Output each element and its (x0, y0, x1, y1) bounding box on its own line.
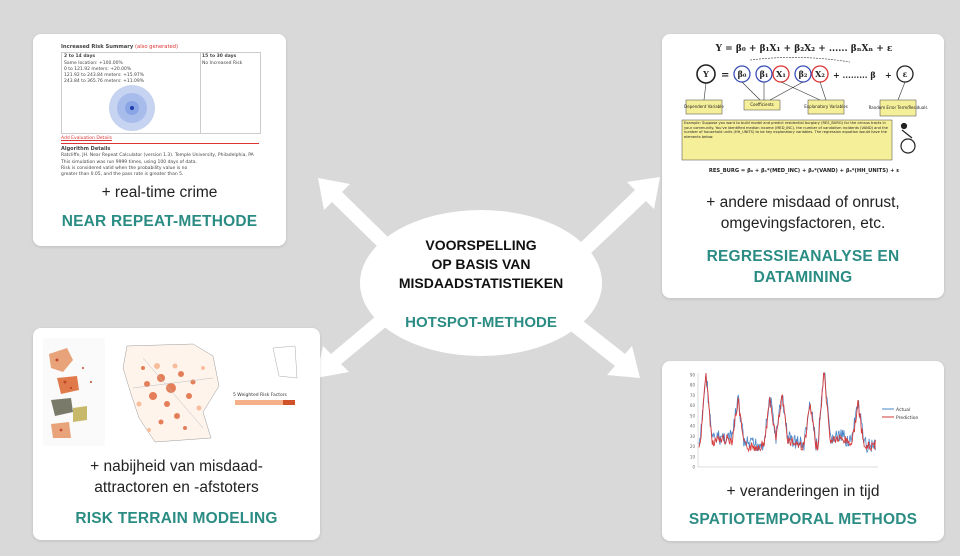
time-series-chart: 90 80 70 60 50 40 30 20 10 0 Actual Prediction (690, 372, 919, 470)
regression-card: Y = β₀ + β₁X₁ + β₂X₂ + ...... βₙXₙ + ε =… (662, 34, 944, 298)
y-tick-label: 50 (690, 413, 696, 418)
reg-box: Coefficients (750, 102, 774, 107)
reg-bottom: RES_BURG = β₀ + β₁*(MED_INC) + β₂*(VAND)… (709, 168, 899, 174)
reg-box: Explanatory Variables (804, 104, 848, 109)
y-tick-label: 20 (690, 444, 696, 449)
arrow-near-repeat (318, 178, 394, 253)
nr-line: This simulation was run 9999 times, usin… (61, 160, 197, 165)
y-tick-label: 40 (690, 424, 696, 429)
nr-note: (also generated) (135, 44, 179, 50)
risk-legend-label: 5 Weighted Risk Factors (233, 392, 288, 398)
svg-text:+ ......... β: + ......... β (833, 70, 876, 80)
legend-prediction: Prediction (896, 415, 919, 421)
reg-term: β₂ (799, 69, 808, 79)
reg-term: β₀ (738, 69, 747, 79)
reg-box: Dependent Variable (684, 104, 724, 109)
nr-none: No Increased Risk (202, 61, 243, 66)
nr-line: Risk is considered valid when the probab… (61, 166, 188, 171)
y-tick-label: 10 (690, 454, 696, 459)
y-tick-label: 70 (690, 393, 696, 398)
reg-term: X₁ (776, 69, 786, 79)
nr-row: 243.84 to 365.76 meters: +11.09% (64, 79, 145, 84)
y-tick-label: 30 (690, 434, 696, 439)
spatiotemporal-card: 90 80 70 60 50 40 30 20 10 0 Actual Prediction + … (662, 361, 944, 541)
regression-thumbnail: Y = β₀ + β₁X₁ + β₂X₂ + ...... βₙXₙ + ε =… (680, 42, 928, 176)
nr-col2: 15 to 30 days (202, 54, 237, 59)
nr-row: 121.92 to 243.84 meters: +15.97% (64, 73, 145, 78)
nr-link[interactable]: Add Evaluation Details (61, 136, 112, 141)
center-title: VOORSPELLING OP BASIS VAN MISDAADSTATIST… (398, 237, 564, 291)
near-repeat-card: Increased Risk Summary (also generated) … (33, 34, 286, 246)
risk-terrain-card: 5 Weighted Risk Factors + nabijheid van … (33, 328, 320, 540)
arrow-spatiotemporal (563, 313, 640, 378)
nr-row: 0 to 121.92 meters: +20.00% (64, 67, 132, 72)
near-repeat-thumbnail: Increased Risk Summary (also generated) … (61, 44, 261, 178)
reg-box: Random Error Term/Residuals (869, 105, 928, 110)
series-prediction-line (698, 372, 876, 453)
y-tick-label: 80 (690, 383, 696, 388)
nr-col1: 2 to 14 days (64, 54, 96, 59)
reg-term: β₁ (760, 69, 769, 79)
nr-heading: Increased Risk Summary (61, 44, 134, 50)
near-repeat-title: NEAR REPEAT-METHODE (61, 213, 258, 230)
arrow-risk-terrain (316, 311, 392, 378)
risk-terrain-caption: + nabijheid van misdaad- attractoren en … (90, 458, 263, 496)
wheelchair-icon (900, 122, 916, 154)
risk-circle-graphic (109, 85, 155, 131)
arrow-regression (580, 177, 660, 254)
risk-terrain-thumbnail: 5 Weighted Risk Factors (43, 338, 311, 446)
near-repeat-caption: + real-time crime (101, 184, 218, 201)
center-ellipse: VOORSPELLING OP BASIS VAN MISDAADSTATIST… (360, 210, 602, 356)
reg-term: ε (903, 69, 908, 79)
reg-example: Example: Suppose you want to build model… (684, 121, 888, 139)
y-tick-label: 60 (690, 403, 696, 408)
risk-map-graphic: 5 Weighted Risk Factors (43, 338, 298, 446)
risk-terrain-title: RISK TERRAIN MODELING (75, 510, 278, 527)
svg-text:=: = (721, 70, 729, 81)
regression-title: REGRESSIEANALYSE EN DATAMINING (706, 248, 900, 286)
legend-actual: Actual (896, 407, 910, 413)
spatiotemporal-thumbnail: 90 80 70 60 50 40 30 20 10 0 Actual Prediction (682, 369, 932, 477)
nr-row: Same location: +100.00% (64, 61, 123, 66)
nr-line: Ratcliffe, JH. Near Repeat Calculator (v… (61, 153, 254, 158)
spatiotemporal-caption: + veranderingen in tijd (726, 483, 880, 500)
y-tick-label: 0 (692, 465, 695, 470)
y-tick-label: 90 (690, 373, 696, 378)
nr-section: Algorithm Details (61, 146, 111, 152)
spatiotemporal-title: SPATIOTEMPORAL METHODS (688, 511, 918, 528)
reg-term: X₂ (815, 69, 825, 79)
reg-term: Y (702, 69, 709, 79)
reg-equation: Y = β₀ + β₁X₁ + β₂X₂ + ...... βₙXₙ + ε (715, 44, 893, 54)
regression-caption: + andere misdaad of onrust, omgevingsfac… (706, 194, 900, 232)
nr-table: 2 to 14 days 15 to 30 days No Increased … (61, 52, 261, 134)
svg-text:+: + (885, 70, 892, 80)
nr-line: greater than 0.05, and the pass rate is … (61, 172, 184, 177)
center-method: HOTSPOT-METHODE (405, 314, 557, 331)
regression-diagram: = + ......... β + Y β₀ β₁ X₁ β₂ X₂ ε (681, 57, 928, 174)
